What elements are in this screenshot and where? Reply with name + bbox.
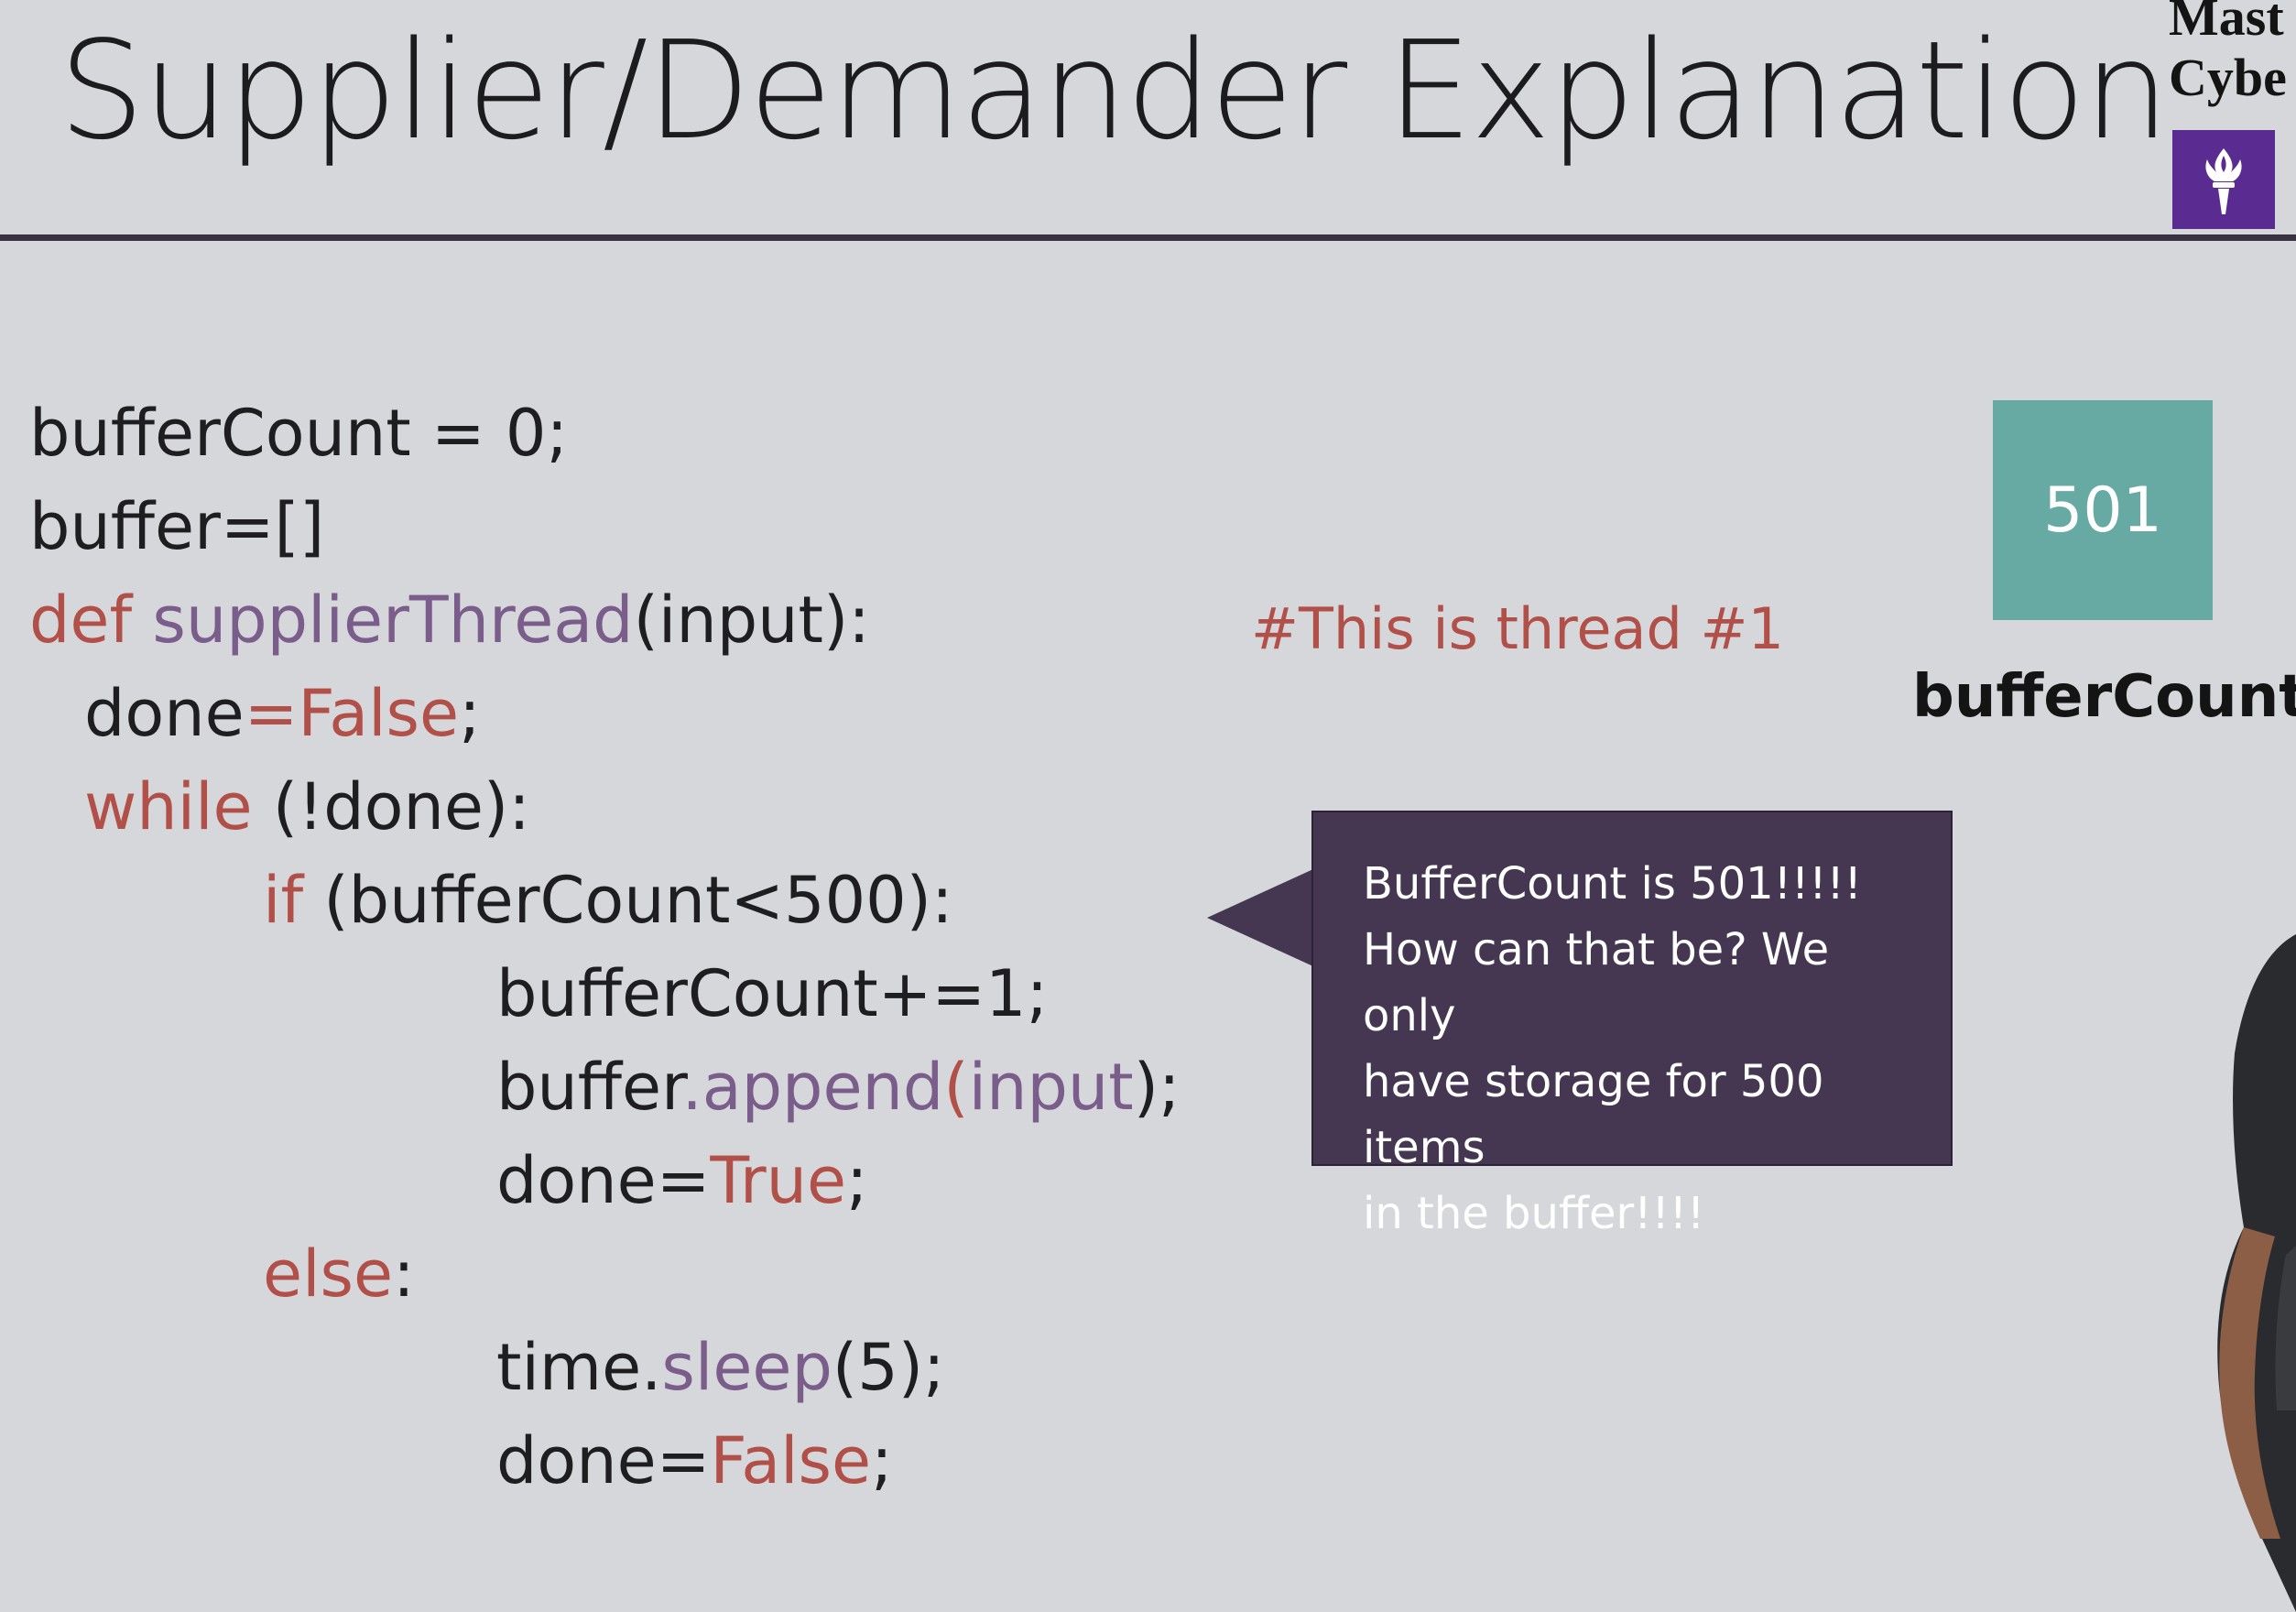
code-token: bufferCount = 0;: [29, 396, 569, 471]
code-token: if: [263, 863, 304, 938]
code-token: =False: [244, 676, 460, 751]
code-token: buffer: [496, 1050, 682, 1125]
code-token: sleep: [661, 1330, 832, 1405]
code-token: input: [968, 1050, 1134, 1125]
code-line: bufferCount+=1;: [496, 947, 1048, 1040]
code-token: else: [263, 1236, 394, 1312]
code-token: buffer=[]: [29, 489, 325, 564]
code-token: );: [1133, 1050, 1181, 1125]
presenter-image: [2106, 898, 2296, 1612]
code-token: :: [393, 1236, 415, 1312]
code-line: done=False;: [84, 667, 481, 760]
code-token: while: [84, 769, 253, 844]
code-token: (!done):: [252, 769, 530, 844]
code-line: buffer=[]: [29, 480, 324, 573]
callout-line: How can that be? We only: [1363, 924, 1830, 1041]
callout-pointer: [1207, 868, 1315, 967]
code-token: (5);: [832, 1330, 945, 1405]
slide-title: Supplier/Demander Explanation: [59, 12, 2170, 169]
code-line: if (bufferCount<500):: [263, 854, 953, 947]
callout-line: in the buffer!!!!: [1363, 1188, 1705, 1239]
code-line: bufferCount = 0;: [29, 387, 568, 480]
callout-box: BufferCount is 501!!!!! How can that be?…: [1311, 811, 1953, 1239]
brand-text: Mast Cybe: [2169, 0, 2287, 108]
code-token: False: [710, 1423, 872, 1498]
code-line: else:: [263, 1227, 415, 1321]
code-line: def supplierThread(input):: [29, 573, 870, 667]
brand-line-2: Cybe: [2169, 48, 2287, 107]
title-divider: [0, 234, 2296, 241]
code-token: .append: [681, 1050, 944, 1125]
buffer-count-label: bufferCount: [1912, 663, 2296, 731]
code-token: ;: [459, 676, 481, 751]
code-token: done: [84, 676, 245, 751]
code-token: def: [29, 583, 153, 658]
brand-line-1: Mast: [2169, 0, 2284, 47]
callout-line: have storage for 500 items: [1363, 1056, 1824, 1173]
code-token: (bufferCount<500):: [303, 863, 953, 938]
code-line: done=False;: [496, 1414, 893, 1508]
callout-text: BufferCount is 501!!!!! How can that be?…: [1363, 851, 1931, 1247]
code-token: done=: [496, 1423, 711, 1498]
buffer-count-box: 501: [1993, 400, 2213, 620]
code-line: buffer.append(input);: [496, 1040, 1181, 1134]
nyu-torch-icon: [2172, 130, 2275, 229]
code-token: bufferCount+=1;: [496, 956, 1049, 1031]
code-line: time.sleep(5);: [496, 1321, 945, 1414]
code-line: while (!done):: [84, 760, 530, 854]
code-token: (: [943, 1050, 969, 1125]
code-token: True: [710, 1143, 847, 1218]
thread-comment: #This is thread #1: [1251, 595, 1784, 662]
code-token: time.: [496, 1330, 662, 1405]
code-token: ;: [846, 1143, 868, 1218]
code-token: done=: [496, 1143, 711, 1218]
code-token: ;: [871, 1423, 893, 1498]
callout-line: BufferCount is 501!!!!!: [1363, 858, 1862, 909]
code-token: (input):: [633, 583, 870, 658]
code-line: done=True;: [496, 1134, 868, 1227]
buffer-count-value: 501: [2043, 474, 2162, 547]
code-token: supplierThread: [152, 583, 634, 658]
